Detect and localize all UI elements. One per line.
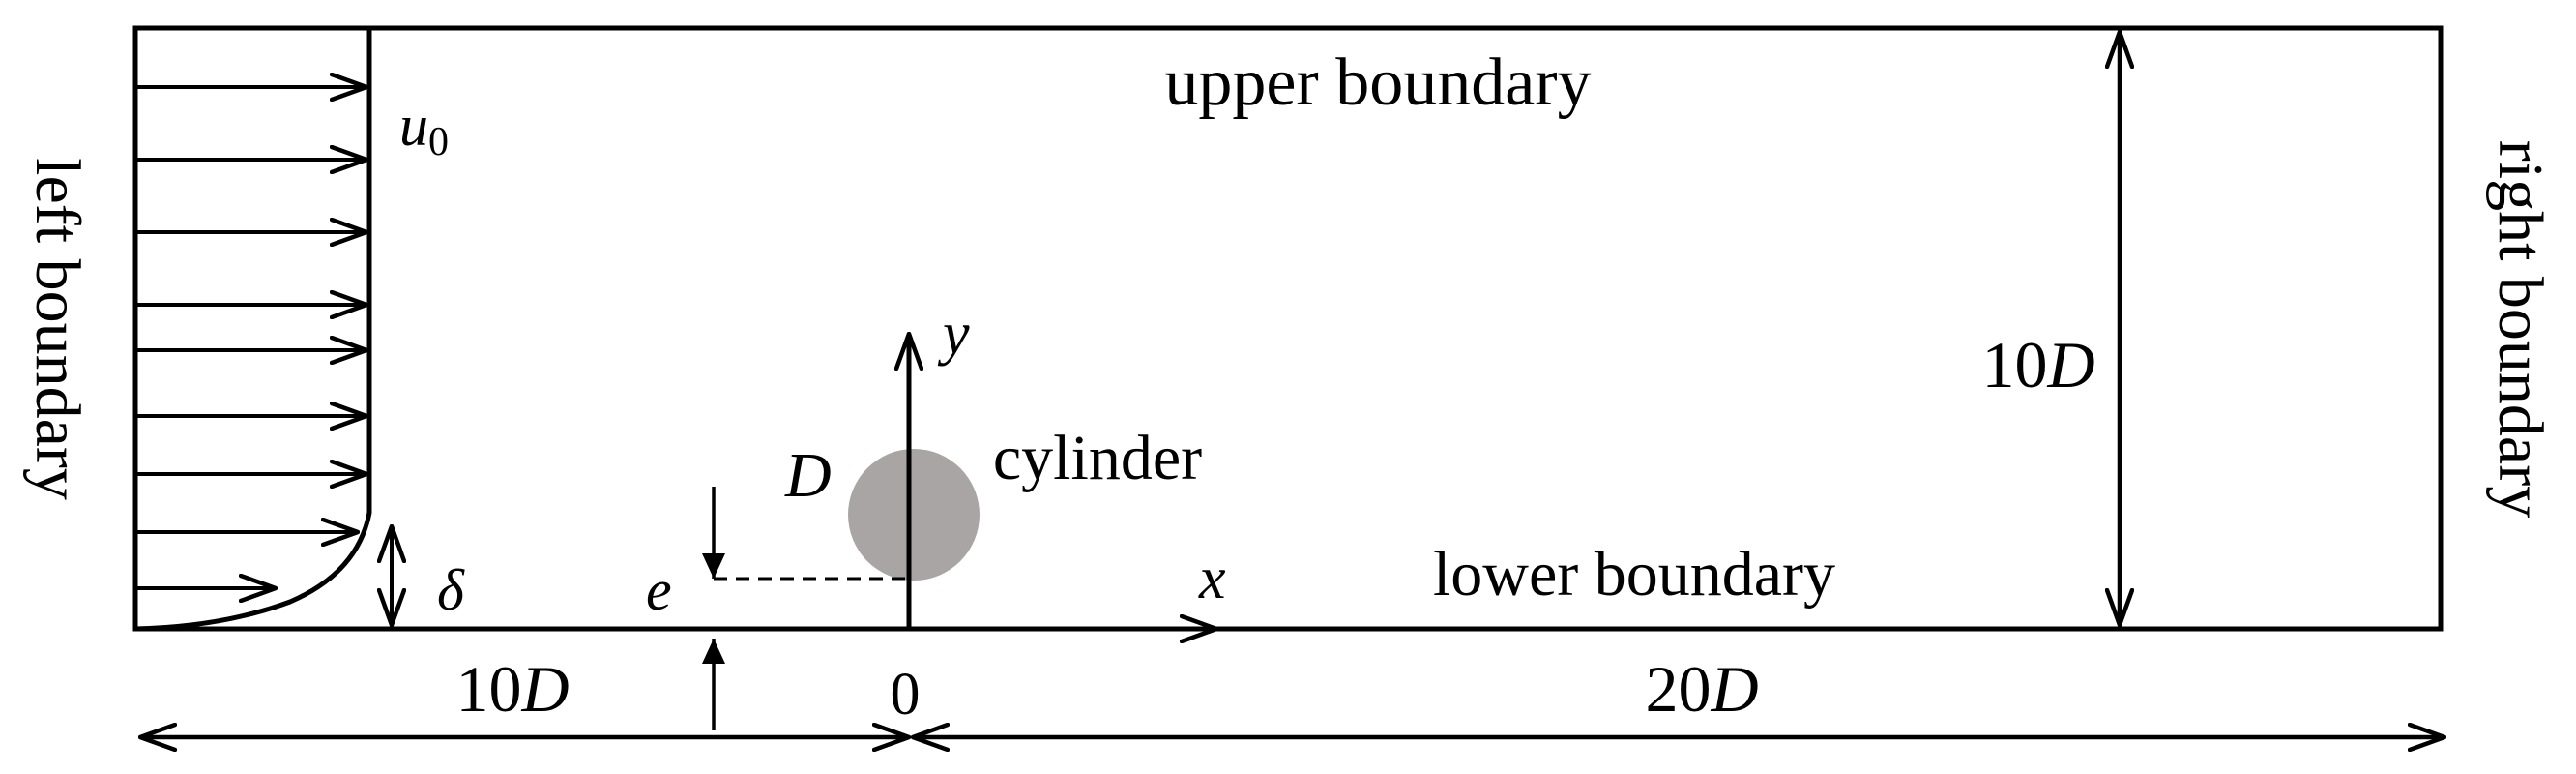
left-boundary-label: left boundary (22, 158, 93, 500)
x-axis-label: x (1198, 546, 1226, 611)
delta-label: δ (437, 558, 465, 622)
upper-boundary-label: upper boundary (1164, 45, 1591, 120)
lower-boundary-label: lower boundary (1433, 539, 1835, 610)
velocity-profile-curve (134, 28, 372, 632)
y-axis-label: y (937, 301, 970, 367)
right-boundary-label: right boundary (2485, 140, 2556, 518)
height-dimension-label: 10D (1981, 328, 2094, 402)
inflow-velocity-label: u0 (399, 94, 449, 164)
downstream-dimension-label: 20D (1645, 652, 1758, 726)
upstream-dimension-label: 10D (455, 652, 569, 726)
diameter-label: D (784, 440, 832, 511)
gap-label: e (646, 558, 672, 622)
inflow-velocity-profile (134, 28, 372, 632)
cylinder-label: cylinder (993, 423, 1202, 493)
origin-label: 0 (891, 662, 921, 728)
cylinder-shape (848, 449, 980, 580)
domain-boundary (132, 25, 2444, 632)
